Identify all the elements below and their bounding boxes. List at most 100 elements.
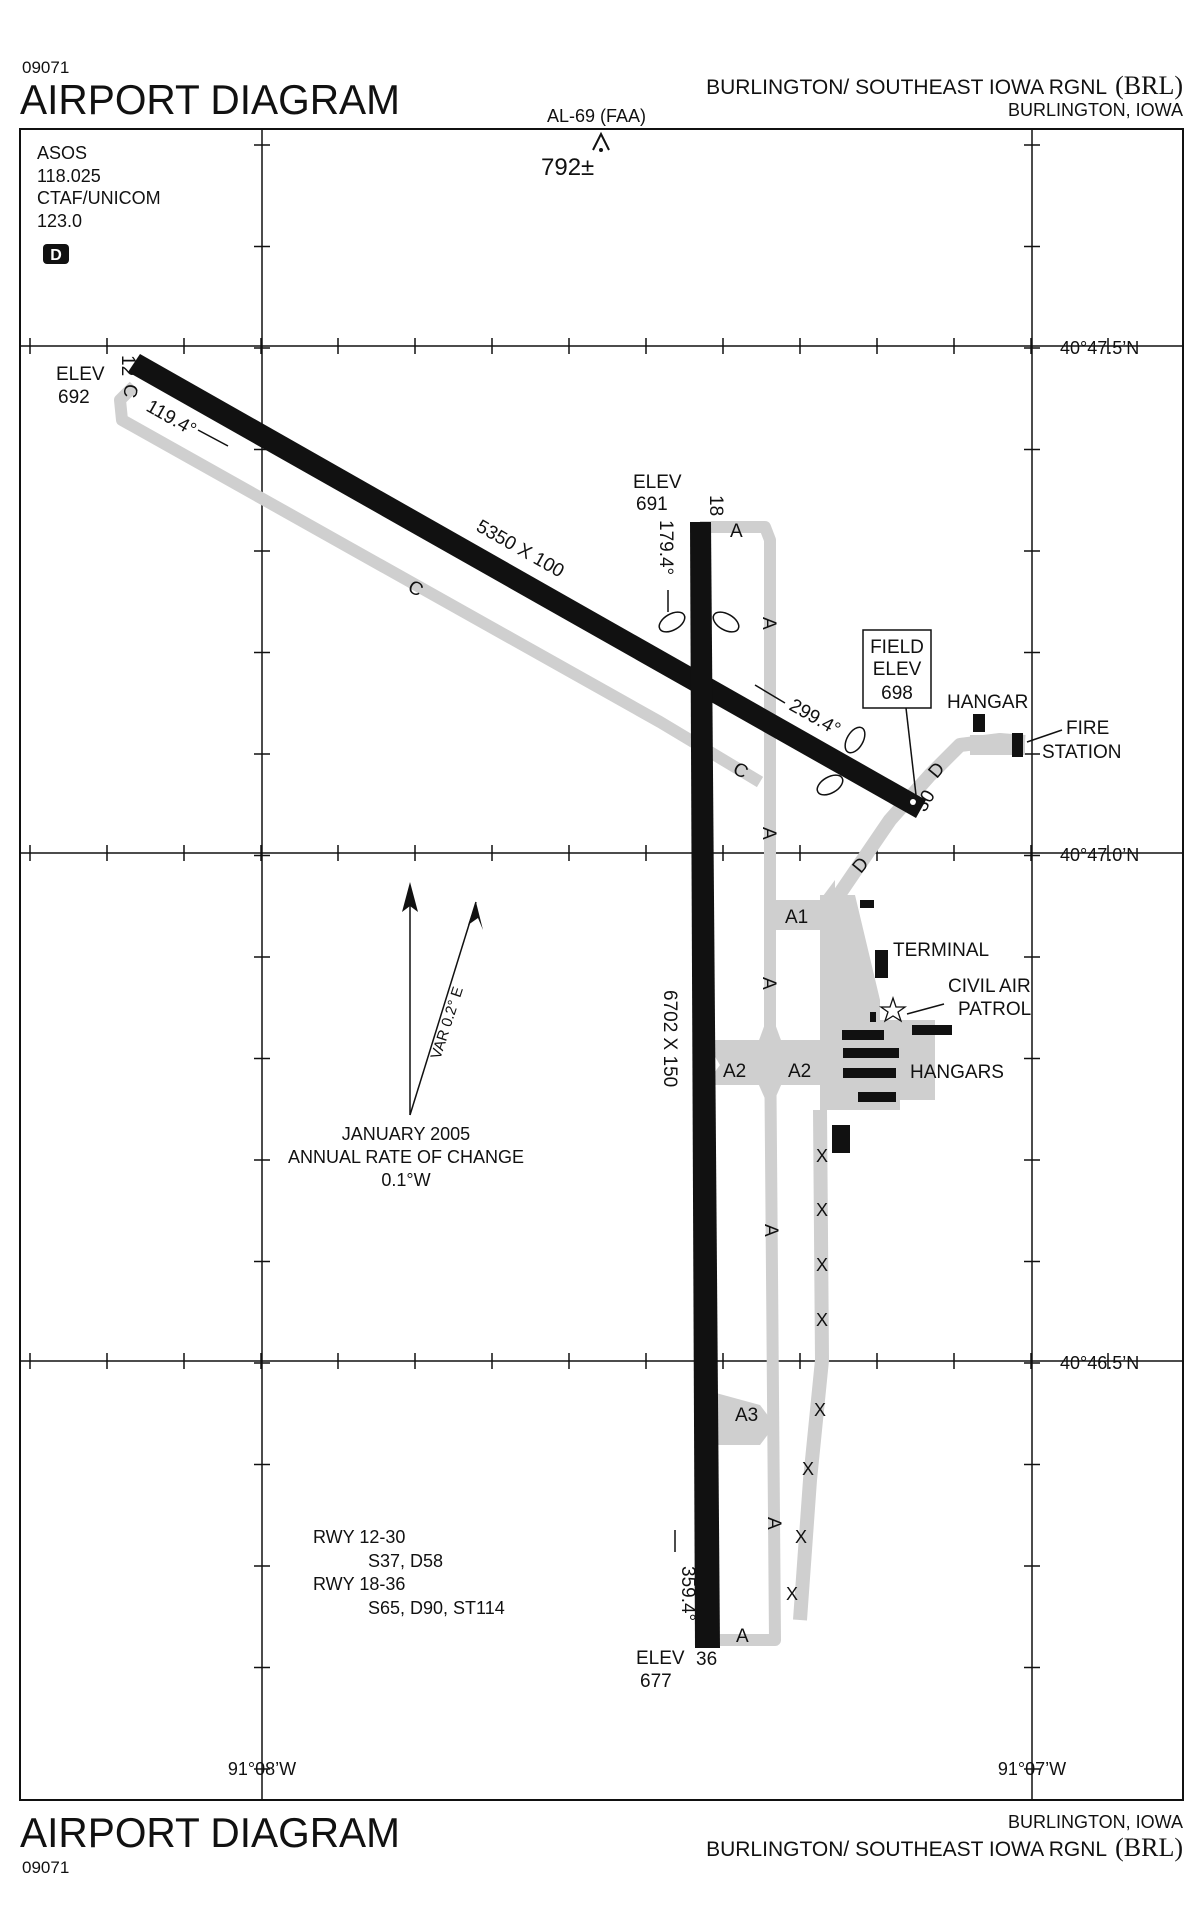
airport-name-top: BURLINGTON/ SOUTHEAST IOWA RGNL(BRL) <box>706 71 1183 100</box>
ctaf-freq: 123.0 <box>37 211 82 231</box>
magnetic-north-arrow-head <box>468 902 483 930</box>
taxiway-label-a2: A2 <box>723 1061 746 1082</box>
taxiway-label-a1: A1 <box>785 907 808 928</box>
field-elev-line1: FIELD <box>870 637 924 658</box>
obstacle-icon <box>592 131 610 151</box>
hangars-row <box>843 1068 896 1078</box>
procedure-label: AL-69 (FAA) <box>547 106 646 126</box>
city-state-bottom: BURLINGTON, IOWA <box>1008 1812 1183 1832</box>
closed-taxiway-x-icon: X <box>786 1584 798 1604</box>
rwy18-36-dimensions: 6702 X 150 <box>659 990 680 1087</box>
obstacle-dot <box>599 148 603 152</box>
taxiway-label-a: A <box>758 977 779 990</box>
diagram-frame <box>19 128 1184 1801</box>
taxiway-label-a: A <box>736 1626 749 1647</box>
buildings <box>832 714 1023 1153</box>
rwy12-end-label: 12 <box>117 355 138 376</box>
closed-taxiway-x-icon: X <box>814 1400 826 1420</box>
field-elev-box <box>862 629 932 709</box>
grid-ticks <box>29 144 1109 1770</box>
taxiway-c <box>114 381 764 788</box>
closed-taxiway-x-icon: X <box>802 1459 814 1479</box>
terminal-building <box>875 950 888 978</box>
taxiway-closed <box>793 1109 829 1621</box>
hangars-label: HANGARS <box>910 1062 1004 1083</box>
cap-label-1: CIVIL AIR <box>948 976 1031 997</box>
city-state-top: BURLINGTON, IOWA <box>1008 100 1183 120</box>
magvar-date: JANUARY 2005 <box>342 1124 470 1144</box>
taxiway-label-a3: A3 <box>735 1405 758 1426</box>
field-elev-value: 698 <box>881 683 913 704</box>
strength-rwy1-value: S37, D58 <box>368 1551 443 1571</box>
obstacle-elev: 792± <box>541 154 594 181</box>
ctaf-label: CTAF/UNICOM <box>37 188 161 208</box>
fire-station-leader <box>1026 729 1063 743</box>
cap-label-2: PATROL <box>958 999 1031 1020</box>
asos-freq: 118.025 <box>37 166 101 186</box>
strength-rwy1: RWY 12-30 <box>313 1527 405 1547</box>
taxiway-a-south <box>720 1029 781 1646</box>
magnetic-north-arrow <box>409 901 477 1116</box>
rwy18-end-label: 18 <box>705 495 726 516</box>
closed-taxiway-x-icon: X <box>816 1310 828 1330</box>
rwy36-elev-label: ELEV <box>636 1648 685 1669</box>
taxiway-label-a: A <box>730 521 743 542</box>
runway-18-36 <box>690 522 720 1648</box>
closed-taxiway-x-icon: X <box>816 1146 828 1166</box>
runway-holding-markers <box>658 611 866 796</box>
terminal-label: TERMINAL <box>893 940 989 961</box>
taxiway-label-a: A <box>758 827 779 840</box>
fire-station-label-2: STATION <box>1042 742 1122 763</box>
taxiway-label-a: A <box>760 1224 781 1237</box>
hangar-north <box>973 714 985 732</box>
magvar-label: VAR 0.2° E <box>428 985 467 1062</box>
hangars-row <box>842 1030 884 1040</box>
rwy12-heading-arrow <box>197 429 229 447</box>
hangars-row <box>912 1025 952 1035</box>
building-small <box>860 900 874 908</box>
runways <box>128 354 926 1648</box>
hangars-row <box>858 1092 896 1102</box>
fire-station-label-1: FIRE <box>1066 718 1109 739</box>
rwy12-elev-value: 692 <box>58 387 90 408</box>
lon-label: 91°07’W <box>998 1759 1066 1779</box>
rwy18-elev-value: 691 <box>636 494 668 515</box>
chart-number-top: 09071 <box>22 58 69 77</box>
magvar-rate: 0.1°W <box>381 1170 430 1190</box>
airport-name-bottom: BURLINGTON/ SOUTHEAST IOWA RGNL(BRL) <box>706 1833 1183 1862</box>
fire-station <box>1012 733 1023 757</box>
rwy36-elev-value: 677 <box>640 1671 672 1692</box>
taxiway-label-a: A <box>763 1517 784 1530</box>
rwy18-elev-label: ELEV <box>633 472 682 493</box>
taxiway-a2-fillet <box>750 1010 790 1110</box>
airport-name: BURLINGTON/ SOUTHEAST IOWA RGNL <box>706 76 1107 99</box>
taxiway-label-a2: A2 <box>788 1061 811 1082</box>
chart-number-bottom: 09071 <box>22 1858 69 1877</box>
fire-station-apron <box>970 735 1025 755</box>
true-north-arrow-head <box>402 882 418 912</box>
taxiway-a1 <box>770 880 835 930</box>
closed-taxiway-x-icon: X <box>795 1527 807 1547</box>
rwy18-heading: 179.4° <box>655 520 676 575</box>
runway-12-30 <box>128 354 926 818</box>
cap-leader <box>906 1003 945 1015</box>
title-bottom: AIRPORT DIAGRAM <box>20 1809 400 1856</box>
taxiway-label-c: C <box>118 382 141 399</box>
strength-rwy2-value: S65, D90, ST114 <box>368 1598 505 1618</box>
rwy12-elev-label: ELEV <box>56 364 105 385</box>
runway-30-end-marker <box>910 799 916 805</box>
lat-lon-grid <box>20 129 1183 1800</box>
hangars-row <box>843 1048 899 1058</box>
rwy30-heading-arrow <box>754 684 786 704</box>
airport-id: (BRL) <box>1115 1833 1183 1862</box>
building-tiny <box>870 1012 876 1022</box>
hangar-label: HANGAR <box>947 692 1028 713</box>
cap-star-icon <box>878 995 908 1023</box>
lat-label: 40°47.5’N <box>1060 338 1139 358</box>
rwy36-heading: 359.4° <box>677 1566 698 1621</box>
field-elev-leader <box>905 707 917 796</box>
rwy36-end-label: 36 <box>696 1649 717 1670</box>
title-top: AIRPORT DIAGRAM <box>20 76 400 123</box>
